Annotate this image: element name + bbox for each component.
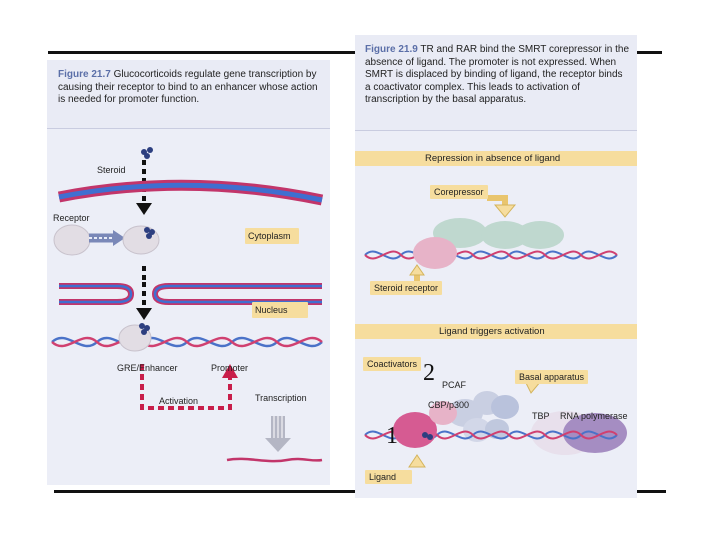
label-activation: Activation	[159, 396, 199, 406]
label-rna-polymerase: RNA polymerase	[560, 411, 628, 421]
label-receptor: Receptor	[53, 213, 90, 223]
label-tbp: TBP	[532, 411, 550, 421]
label-corepressor: Corepressor	[430, 185, 488, 199]
left-diagram	[51, 147, 324, 463]
left-caption: Figure 21.7 Glucocorticoids regulate gen…	[58, 69, 320, 107]
right-caption-box	[355, 35, 637, 131]
band-repression: Repression in absence of ligand	[355, 151, 637, 166]
label-steroid-receptor: Steroid receptor	[370, 281, 443, 295]
left-fig-label: Figure 21.7	[58, 69, 111, 80]
left-caption-box	[47, 60, 330, 129]
left-caption-text: Glucocorticoids regulate gene transcript…	[58, 69, 318, 105]
right-caption: Figure 21.9 TR and RAR bind the SMRT cor…	[365, 44, 630, 107]
left-figure-panel: Figure 21.7 Glucocorticoids regulate gen…	[47, 60, 330, 485]
label-cytoplasm: Cytoplasm	[245, 228, 299, 244]
label-steroid: Steroid	[97, 165, 126, 175]
label-basal-apparatus: Basal apparatus	[515, 370, 589, 384]
right-figure-panel: Figure 21.9 TR and RAR bind the SMRT cor…	[355, 35, 637, 498]
overlay-number-2: 2	[423, 360, 435, 386]
label-transcription: Transcription	[255, 393, 307, 403]
label-pcaf: PCAF	[442, 380, 467, 390]
label-coactivators: Coactivators	[363, 357, 422, 371]
label-gre-enhancer: GRE/Enhancer	[117, 363, 178, 373]
label-cbp-p300: CBP/p300	[428, 400, 470, 410]
left-dna-helix	[51, 336, 323, 348]
label-ligand: Ligand	[365, 470, 413, 484]
right-fig-label: Figure 21.9	[365, 44, 418, 55]
steroid-molecule	[141, 147, 153, 159]
label-nucleus: Nucleus	[252, 302, 308, 318]
right-caption-text: TR and RAR bind the SMRT corepressor in …	[365, 44, 630, 105]
band-activation: Ligand triggers activation	[355, 324, 637, 339]
overlay-number-1: 1	[386, 423, 398, 449]
label-promoter: Promoter	[211, 363, 249, 373]
right-diagram	[364, 195, 627, 468]
